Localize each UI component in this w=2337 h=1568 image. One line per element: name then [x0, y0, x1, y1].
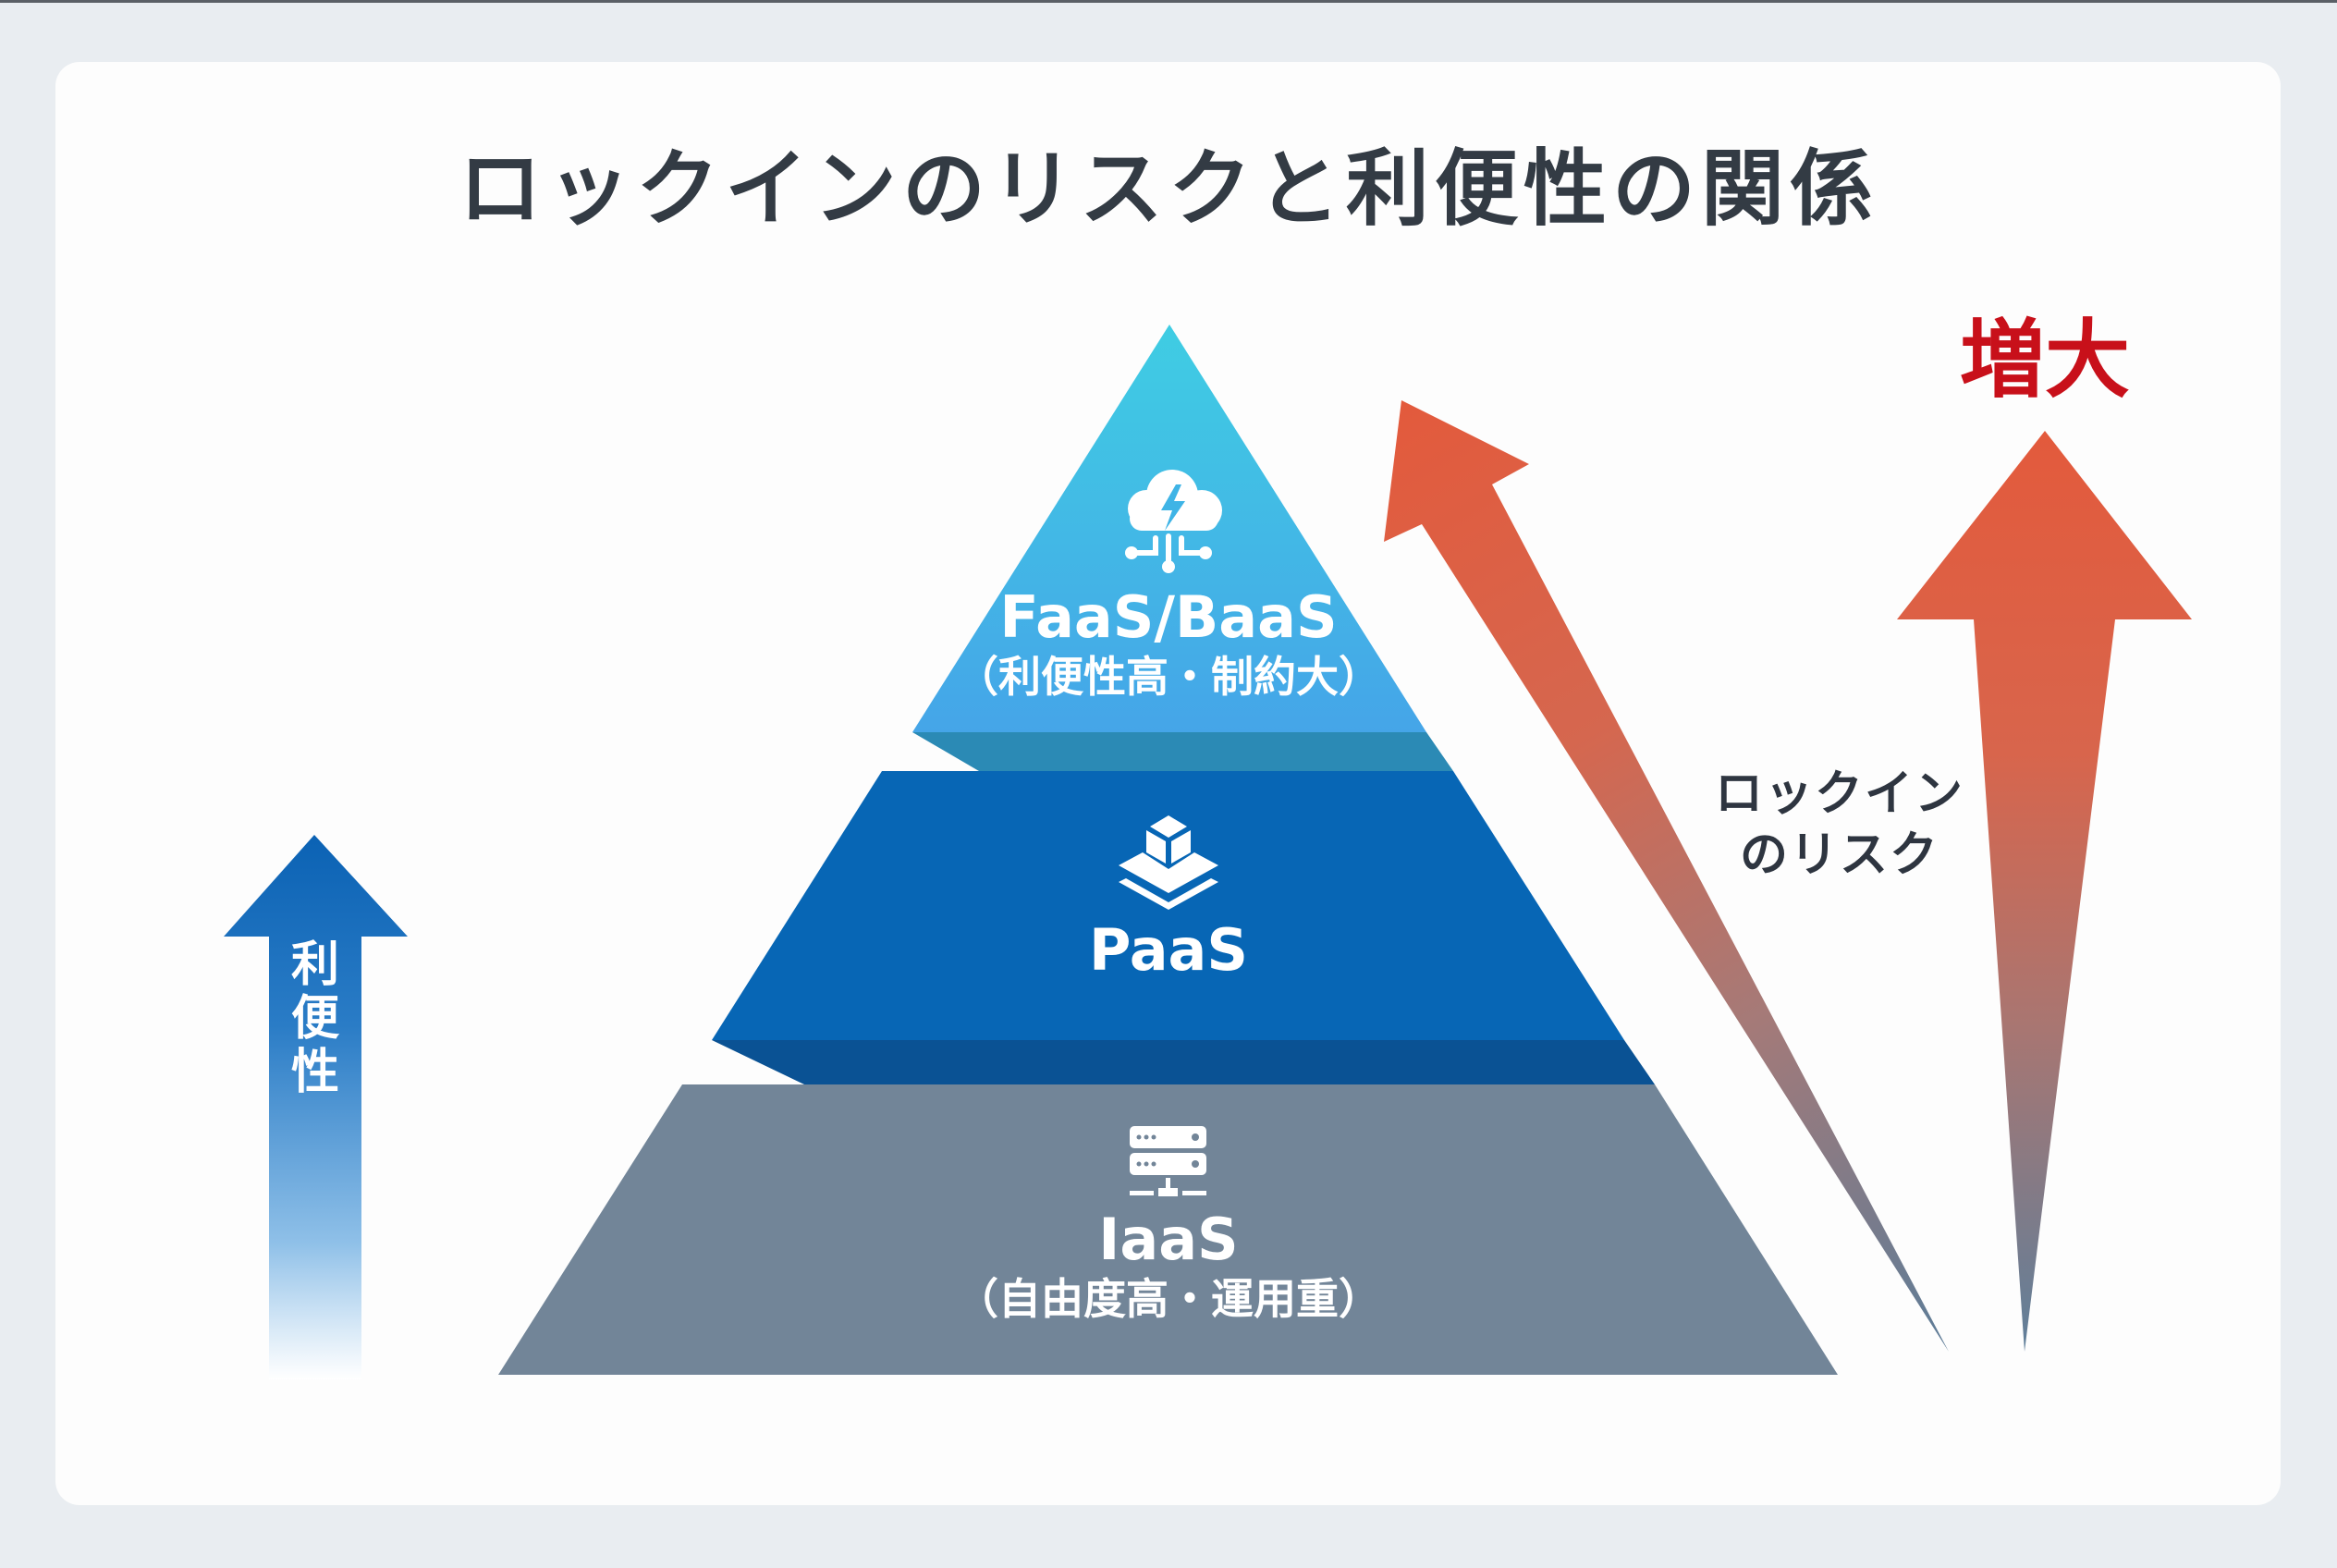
tier-paas-side — [712, 1040, 1655, 1084]
tier-iaas-subtitle: （自由度高・運用重） — [956, 1274, 1381, 1324]
tier-iaas-name: IaaS — [1098, 1206, 1239, 1273]
top-border — [0, 0, 2337, 3]
convenience-char: 性 — [290, 1045, 339, 1100]
tier-iaas-label: IaaS （自由度高・運用重） — [891, 1207, 1446, 1325]
layered-cube-icon — [1119, 815, 1218, 910]
lockin-risk-line2: のリスク — [1739, 827, 1939, 883]
convenience-char: 利 — [290, 937, 339, 993]
tier-paas-label: PaaS — [891, 917, 1446, 984]
tier-faas-name: FaaS/BaaS — [999, 583, 1338, 651]
increase-label: 増大 — [1959, 311, 2130, 410]
convenience-label: 利 便 性 — [269, 938, 361, 1099]
convenience-arrow — [224, 835, 408, 1379]
tier-iaas-face — [498, 1084, 1838, 1375]
risk-arrow-tilted — [1384, 400, 1949, 1352]
lockin-risk-line1: ロックイン — [1714, 766, 1964, 822]
convenience-char: 便 — [290, 991, 339, 1047]
lockin-risk-label: ロックイン のリスク — [1682, 764, 1997, 886]
tier-paas-name: PaaS — [1088, 916, 1249, 984]
tier-faas-label: FaaS/BaaS （利便性高・制約大） — [891, 584, 1446, 703]
risk-arrow-vertical — [1897, 431, 2192, 1352]
page-title: ロックインのリスクと利便性の関係 — [459, 141, 1878, 238]
cloud-lightning-icon — [1125, 470, 1222, 573]
tier-faas-side — [912, 732, 1453, 771]
tier-faas-subtitle: （利便性高・制約大） — [956, 652, 1381, 702]
server-network-icon — [1130, 1126, 1206, 1196]
